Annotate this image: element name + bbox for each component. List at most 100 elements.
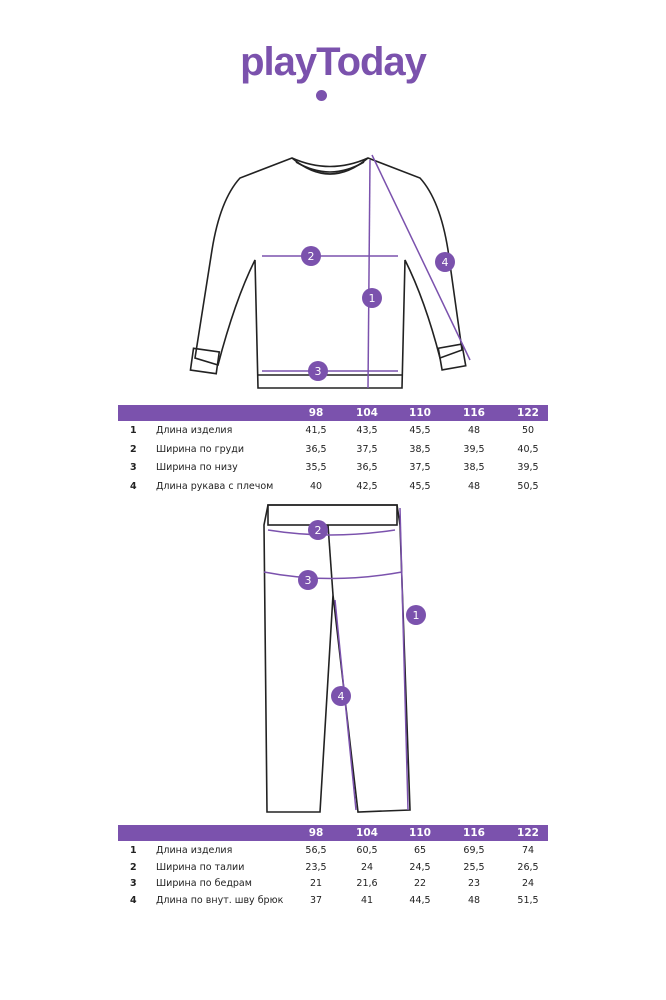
row-value: 22: [413, 878, 427, 889]
row-value: 45,5: [409, 425, 431, 436]
row-value: 60,5: [356, 845, 378, 856]
row-value: 38,5: [409, 443, 431, 455]
row-label: Ширина по низу: [156, 462, 238, 473]
marker-3-top: 3: [308, 361, 328, 381]
svg-text:4: 4: [338, 690, 345, 703]
row-number: 3: [130, 462, 137, 473]
size-header: 98: [308, 827, 324, 839]
row-value: 24,5: [409, 861, 431, 873]
row-label: Ширина по бедрам: [156, 878, 252, 889]
svg-text:2: 2: [315, 524, 322, 537]
brand-logo: playToday: [240, 40, 427, 84]
svg-text:3: 3: [315, 365, 322, 378]
size-header: 104: [356, 827, 378, 839]
row-value: 35,5: [305, 462, 327, 473]
size-header: 122: [517, 827, 539, 839]
row-value: 26,5: [517, 861, 539, 873]
row-value: 41,5: [305, 425, 327, 436]
row-label: Длина рукава с плечом: [156, 480, 274, 492]
marker-4-bottom: 4: [331, 686, 351, 706]
svg-text:1: 1: [369, 292, 376, 305]
svg-text:3: 3: [305, 574, 312, 587]
size-header: 98: [308, 407, 324, 419]
marker-3-bottom: 3: [298, 570, 318, 590]
row-value: 37,5: [356, 443, 378, 455]
row-number: 2: [130, 443, 137, 455]
marker-1-bottom: 1: [406, 605, 426, 625]
table-row: 3 Ширина по бедрам 21 21,6 22 23 24: [118, 876, 548, 893]
row-value: 25,5: [463, 861, 485, 873]
row-value: 24: [360, 861, 374, 873]
size-header: 110: [409, 827, 431, 839]
row-number: 1: [130, 425, 137, 436]
table-header: 98 104 110 116 122: [118, 405, 548, 421]
logo-dot: [316, 90, 327, 101]
table-row: 4 Длина по внут. шву брюк 37 41 44,5 48 51,5: [118, 893, 548, 910]
marker-2-top: 2: [301, 246, 321, 266]
row-value: 56,5: [305, 845, 327, 856]
row-number: 4: [130, 480, 137, 492]
row-label: Длина по внут. шву брюк: [156, 894, 284, 906]
size-header: 116: [463, 827, 485, 839]
row-value: 21,6: [356, 878, 378, 889]
row-value: 36,5: [356, 462, 378, 473]
marker-4-top: 4: [435, 252, 455, 272]
measure-lines: [262, 154, 471, 811]
row-value: 41: [360, 894, 374, 906]
row-value: 44,5: [409, 894, 431, 906]
row-value: 40: [309, 480, 323, 492]
row-label: Ширина по талии: [156, 861, 245, 873]
size-header: 122: [517, 407, 539, 419]
size-header: 110: [409, 407, 431, 419]
svg-text:4: 4: [442, 256, 449, 269]
row-number: 2: [130, 861, 137, 873]
row-value: 21: [309, 878, 323, 889]
sweater-drawing: [189, 157, 467, 389]
row-value: 37: [309, 894, 323, 906]
row-label: Длина изделия: [156, 425, 233, 436]
row-value: 51,5: [517, 894, 539, 906]
row-value: 65: [413, 845, 427, 856]
row-value: 39,5: [463, 443, 485, 455]
size-header: 116: [463, 407, 485, 419]
row-value: 23: [467, 878, 481, 889]
row-label: Длина изделия: [156, 845, 233, 856]
svg-text:2: 2: [308, 250, 315, 263]
row-value: 37,5: [409, 462, 431, 473]
row-number: 3: [130, 878, 137, 889]
row-value: 48: [467, 894, 481, 906]
table-row: 1 Длина изделия 56,5 60,5 65 69,5 74: [118, 843, 548, 860]
row-number: 1: [130, 845, 137, 856]
row-value: 36,5: [305, 443, 327, 455]
row-value: 38,5: [463, 462, 485, 473]
table-row: 1 Длина изделия 41,5 43,5 45,5 48 50: [118, 423, 548, 442]
size-header: 104: [356, 407, 378, 419]
row-value: 23,5: [305, 861, 327, 873]
table-header: 98 104 110 116 122: [118, 825, 548, 841]
row-value: 24: [521, 878, 535, 889]
row-value: 69,5: [463, 845, 485, 856]
row-value: 50: [521, 425, 535, 436]
row-number: 4: [130, 894, 137, 906]
table-row: 2 Ширина по талии 23,5 24 24,5 25,5 26,5: [118, 860, 548, 877]
row-value: 39,5: [517, 462, 539, 473]
row-value: 74: [521, 845, 535, 856]
row-value: 43,5: [356, 425, 378, 436]
svg-text:1: 1: [413, 609, 420, 622]
row-value: 48: [467, 480, 481, 492]
measure-markers: 1 2 3 4 1 2 3 4: [298, 246, 455, 706]
marker-1-top: 1: [362, 288, 382, 308]
row-label: Ширина по груди: [156, 443, 245, 455]
row-value: 42,5: [356, 480, 378, 492]
bottom-size-table: 98 104 110 116 122 1 Длина изделия 56,5 60,…: [118, 825, 548, 909]
pants-drawing: [263, 504, 411, 813]
marker-2-bottom: 2: [308, 520, 328, 540]
top-size-table: 98 104 110 116 122 1 Длина изделия 41,5 43,…: [118, 405, 548, 497]
row-value: 40,5: [517, 443, 539, 455]
row-value: 48: [467, 425, 481, 436]
row-value: 50,5: [517, 480, 539, 492]
table-row: 3 Ширина по низу 35,5 36,5 37,5 38,5 39,5: [118, 460, 548, 479]
